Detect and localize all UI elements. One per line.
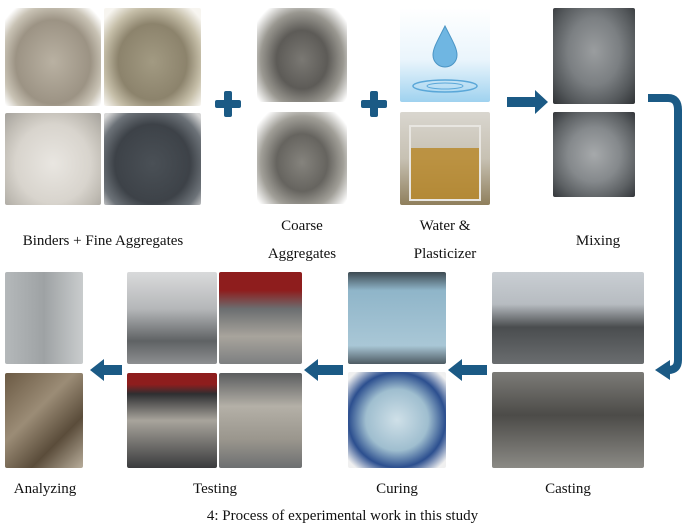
label-casting: Casting — [545, 481, 591, 497]
label-binders-fine-aggregates: Binders + Fine Aggregates — [22, 233, 184, 249]
label-testing: Testing — [193, 481, 237, 497]
label-curing: Curing — [376, 481, 418, 497]
arrow-to-testing — [304, 359, 343, 381]
photo-testing-machine-top-left — [127, 272, 217, 364]
photo-analyzing-fracture-surface — [5, 373, 83, 468]
label-water-line1: Water & — [419, 218, 471, 234]
figure-caption: 4: Process of experimental work in this … — [206, 508, 479, 524]
photo-casting-bottom — [492, 372, 644, 468]
photo-curing-bucket — [348, 372, 446, 468]
arrow-to-mixing — [507, 90, 548, 114]
photo-binder-powder — [5, 113, 101, 205]
photo-binder-slag — [104, 113, 201, 205]
photo-testing-machine-top-right — [219, 272, 302, 364]
photo-casting-top — [492, 272, 644, 364]
photo-mixing-top — [553, 8, 635, 104]
label-coarse-line1: Coarse — [281, 218, 323, 234]
photo-fine-aggregate-coarse-sand — [104, 8, 201, 106]
photo-coarse-aggregate-top — [257, 8, 347, 102]
arrow-mixing-to-casting — [648, 94, 682, 374]
label-mixing: Mixing — [575, 233, 621, 249]
label-water-line2: Plasticizer — [413, 246, 477, 262]
arrow-to-curing — [448, 359, 487, 381]
beaker-icon — [409, 125, 481, 201]
label-coarse-line2: Aggregates — [267, 246, 337, 262]
arrow-to-analyzing — [90, 359, 122, 381]
plus-icon — [215, 91, 241, 117]
photo-water-drop — [400, 8, 490, 102]
photo-mixing-bottom — [553, 112, 635, 197]
plus-icon — [361, 91, 387, 117]
label-analyzing: Analyzing — [13, 481, 77, 497]
photo-testing-machine-bottom-left — [127, 373, 217, 468]
photo-fine-aggregate-sand — [5, 8, 101, 106]
photo-analyzing-cracked-specimen — [5, 272, 83, 364]
photo-coarse-aggregate-bottom — [257, 112, 347, 204]
water-drop-icon — [412, 24, 478, 93]
photo-plasticizer-beaker — [400, 112, 490, 205]
photo-testing-machine-bottom-right — [219, 373, 302, 468]
photo-curing-tank — [348, 272, 446, 364]
